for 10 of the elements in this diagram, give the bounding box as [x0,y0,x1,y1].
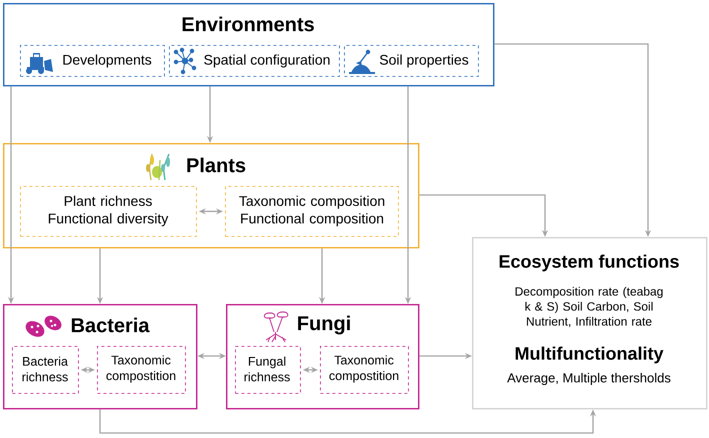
dashed-box: Spatial configuration [169,45,340,77]
dashed-box: Taxonomic compostition [320,346,409,394]
dashed-box: Fungal richness [235,346,301,394]
dashed-box: Plant richness Functional diversity [20,186,197,237]
dashed-box: Developments [20,45,165,77]
dashed-box: Taxonomic compostition [97,346,186,394]
dashed-box: Taxonomic composition Functional composition [225,186,399,237]
function-box: Ecosystem functions Decomposition rate (teabag k & S) Soil Carbon, Soil Nutrient, Infiltration rate Multifunctionality Average, Multiple thersholds [472,237,708,410]
dashed-box: Bacteria richness [12,346,79,394]
dashed-box: Soil properties [344,45,479,77]
